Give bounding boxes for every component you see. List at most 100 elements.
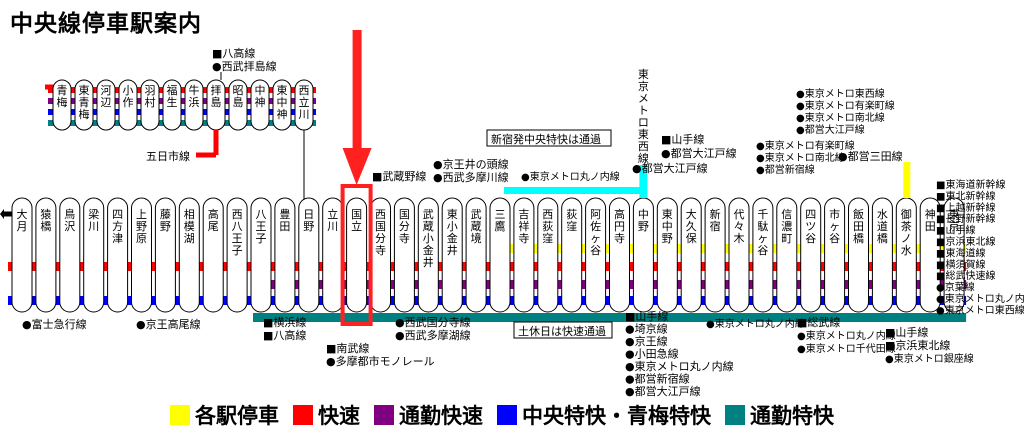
station-7[interactable] — [178, 197, 200, 313]
station-label-20: 三鷹 — [495, 208, 506, 233]
station-35[interactable] — [848, 197, 869, 313]
ochanomizu-1: ■総武線 — [797, 315, 840, 329]
tokyo-transfer-8: ■総武快速線 — [936, 269, 995, 282]
svg-text:東: 東 — [277, 84, 288, 97]
station-18[interactable] — [441, 197, 463, 313]
station-3[interactable] — [83, 197, 105, 313]
svg-text:窪: 窪 — [566, 219, 577, 233]
ome-station-label-6: 牛浜 — [189, 83, 200, 109]
ome-station-6[interactable] — [184, 79, 204, 131]
svg-text:梅: 梅 — [79, 107, 90, 121]
station-6[interactable] — [154, 197, 176, 313]
station-19[interactable] — [465, 197, 487, 313]
suidobashi-label: ●都営三田線 — [838, 149, 903, 163]
svg-text:立: 立 — [299, 95, 310, 109]
seibu-tamagawa-label: ●西武多摩川線 — [433, 170, 509, 184]
station-8[interactable] — [202, 197, 224, 313]
station-23[interactable] — [561, 197, 583, 313]
station-31[interactable] — [752, 197, 774, 313]
ome-station-0[interactable] — [52, 79, 72, 131]
svg-text:久: 久 — [686, 220, 697, 233]
station-36[interactable] — [871, 197, 893, 313]
station-27[interactable] — [656, 197, 678, 313]
svg-text:生: 生 — [167, 95, 178, 109]
station-11[interactable] — [274, 197, 296, 313]
svg-text:小: 小 — [447, 220, 458, 233]
svg-text:濃: 濃 — [781, 219, 792, 233]
svg-text:川: 川 — [299, 108, 310, 121]
svg-text:小: 小 — [123, 84, 134, 97]
station-24[interactable] — [585, 197, 607, 313]
svg-text:立: 立 — [351, 219, 362, 233]
weekend-note: 土休日は快速通過 — [518, 325, 606, 338]
station-30[interactable] — [728, 197, 750, 313]
station-22[interactable] — [537, 197, 559, 313]
station-0[interactable] — [11, 197, 33, 313]
ome-station-9[interactable] — [250, 79, 270, 131]
station-1[interactable] — [35, 197, 57, 313]
tozai-label: 東京メトロ東西線 — [638, 68, 649, 165]
station-34[interactable] — [824, 197, 846, 313]
station-17[interactable] — [417, 197, 439, 313]
tokyo-transfer-1: ■東北新幹線 — [936, 189, 995, 202]
station-14[interactable] — [346, 197, 368, 313]
ome-station-8[interactable] — [228, 79, 248, 131]
station-9[interactable] — [226, 197, 248, 313]
ome-station-label-7: 拝島 — [211, 84, 222, 109]
station-label-27: 東中野 — [662, 208, 673, 245]
ome-station-5[interactable] — [162, 79, 182, 131]
svg-text:市: 市 — [829, 207, 840, 221]
station-29[interactable] — [704, 197, 726, 313]
svg-text:尾: 尾 — [208, 220, 219, 233]
ome-station-2[interactable] — [96, 79, 116, 131]
ome-station-10[interactable] — [272, 79, 292, 131]
station-10[interactable] — [250, 197, 272, 313]
svg-text:ヶ: ヶ — [757, 232, 768, 245]
station-12[interactable] — [298, 197, 320, 313]
svg-text:拝: 拝 — [211, 84, 222, 97]
svg-text:田: 田 — [925, 220, 936, 233]
station-2[interactable] — [59, 197, 81, 313]
kokubunji-1: ●西武国分寺線 — [395, 315, 471, 329]
legend-item-1: 快速 — [293, 400, 360, 430]
ome-station-4[interactable] — [140, 79, 160, 131]
yoyogi-1: ■山手線 — [661, 132, 704, 146]
station-label-39: 東京 — [949, 208, 960, 233]
svg-text:八: 八 — [256, 208, 267, 221]
station-33[interactable] — [800, 197, 822, 313]
station-21[interactable] — [513, 197, 535, 313]
shinjuku-note: 新宿発中央特快は通過 — [491, 132, 601, 146]
svg-text:宿: 宿 — [710, 219, 721, 233]
station-label-4: 四方津 — [112, 208, 123, 245]
station-16[interactable] — [393, 197, 415, 313]
svg-text:武: 武 — [471, 208, 482, 221]
svg-text:津: 津 — [112, 232, 123, 245]
station-32[interactable] — [776, 197, 798, 313]
station-5[interactable] — [131, 197, 152, 313]
ome-station-1[interactable] — [74, 79, 94, 131]
nakano-transfer-5: ●都営新宿線 — [625, 372, 690, 386]
station-4[interactable] — [107, 197, 129, 313]
station-28[interactable] — [680, 197, 702, 313]
nakano-transfer-4: ●東京メトロ丸ノ内線 — [625, 359, 734, 373]
ome-station-3[interactable] — [118, 79, 138, 131]
svg-text:ツ: ツ — [805, 220, 816, 233]
station-25[interactable] — [609, 197, 630, 313]
band-rapid — [8, 262, 967, 271]
svg-text:高: 高 — [614, 207, 625, 221]
station-label-26: 中野 — [638, 208, 649, 233]
svg-text:模: 模 — [184, 220, 195, 233]
svg-text:梁: 梁 — [88, 207, 99, 221]
kanda-2: ■京浜東北線 — [885, 338, 950, 352]
station-38[interactable] — [919, 197, 941, 313]
keio-inokashira-label: ●京王井の頭線 — [433, 157, 509, 171]
svg-text:田: 田 — [853, 220, 864, 233]
svg-text:川: 川 — [88, 220, 99, 233]
station-39[interactable] — [943, 197, 965, 313]
station-20[interactable] — [489, 197, 511, 313]
svg-text:福: 福 — [167, 83, 178, 97]
ichigaya-2: ●東京メトロ南北線 — [756, 151, 845, 164]
hachioji-1: ■横浜線 — [263, 315, 306, 329]
